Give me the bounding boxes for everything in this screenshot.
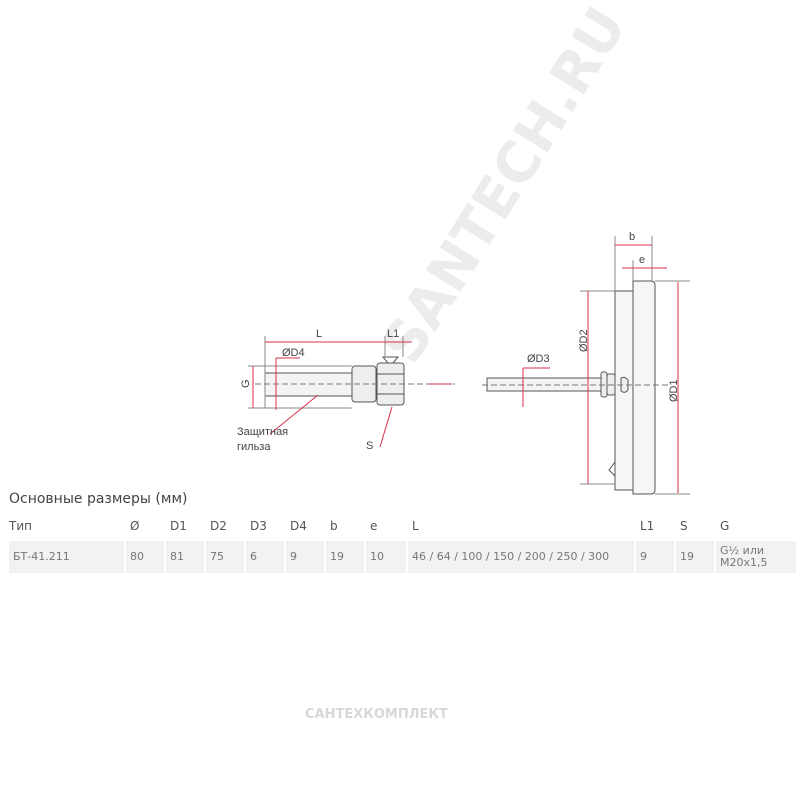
sleeve-dimensions (252, 341, 455, 448)
cell-d3: 6 (246, 541, 284, 573)
header-diameter: Ø (130, 519, 140, 533)
thermometer-labels: b e ØD3 ØD2 ØD1 (527, 231, 680, 402)
label-D3: ØD3 (527, 353, 550, 365)
header-b: b (330, 519, 338, 533)
cell-d4: 9 (286, 541, 324, 573)
header-e: e (370, 519, 378, 533)
label-D2: ØD2 (578, 329, 590, 352)
cell-e: 10 (366, 541, 406, 573)
cell-l: 46 / 64 / 100 / 150 / 200 / 250 / 300 (408, 541, 634, 573)
cell-g-line1: G½ или (720, 544, 765, 557)
cell-d1: 81 (166, 541, 204, 573)
header-l: L (412, 519, 419, 533)
cell-l1: 9 (636, 541, 674, 573)
watermark-bottom: САНТЕХКОМПЛЕКТ (305, 707, 448, 722)
cell-b: 19 (326, 541, 364, 573)
label-L1: L1 (387, 328, 399, 340)
cell-s: 19 (676, 541, 714, 573)
label-S: S (366, 440, 373, 452)
header-d2: D2 (210, 519, 227, 533)
sleeve-drawing (248, 336, 405, 409)
thermometer-drawing (486, 236, 690, 495)
label-G: G (240, 379, 252, 388)
label-e: e (639, 254, 645, 266)
cell-type: БТ-41.211 (9, 541, 124, 573)
thermometer-dimensions (482, 244, 679, 493)
header-type: Тип (9, 519, 32, 533)
header-d4: D4 (290, 519, 307, 533)
header-l1: L1 (640, 519, 655, 533)
header-d3: D3 (250, 519, 267, 533)
label-L: L (316, 328, 322, 340)
label-b: b (629, 231, 635, 243)
header-d1: D1 (170, 519, 187, 533)
header-g: G (720, 519, 730, 533)
header-s: S (680, 519, 688, 533)
sleeve-labels: L L1 ØD4 G S Защитная гильза (237, 328, 399, 453)
label-D4: ØD4 (282, 347, 305, 359)
cell-g-line2: M20x1,5 (720, 556, 768, 569)
table-title: Основные размеры (мм) (9, 491, 188, 507)
label-sleeve-2: гильза (237, 441, 271, 453)
cell-diameter: 80 (126, 541, 164, 573)
label-D1: ØD1 (668, 379, 680, 402)
cell-d2: 75 (206, 541, 244, 573)
label-sleeve-1: Защитная (237, 426, 288, 438)
